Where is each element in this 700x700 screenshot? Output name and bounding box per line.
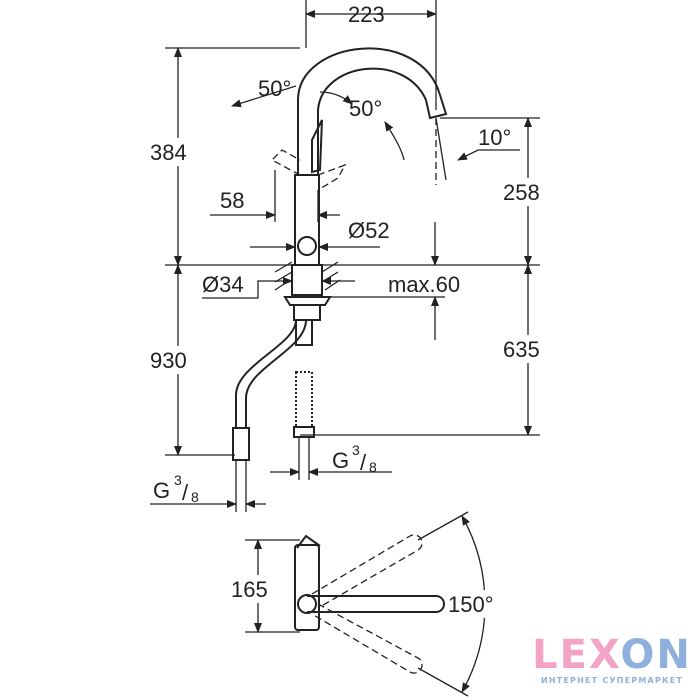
fraction-slash: / (360, 450, 367, 475)
logo-wordmark: LEXON (532, 634, 692, 676)
faucet-top-view (294, 534, 445, 674)
dim-635: 635 (300, 264, 558, 436)
label-635: 635 (503, 337, 540, 362)
label-150: 150° (448, 592, 494, 617)
dim-34: Ø34 (202, 272, 355, 299)
dim-930: 930 (148, 264, 235, 456)
label-58: 58 (220, 188, 244, 213)
label-34: Ø34 (202, 272, 244, 297)
label-384: 384 (150, 140, 187, 165)
label-g-right-den: 8 (369, 459, 377, 475)
label-g-right: G (332, 448, 349, 473)
angle-marks: 50° 50° 10° (231, 76, 520, 161)
label-258: 258 (503, 180, 540, 205)
dim-max60: max.60 (320, 222, 460, 340)
dim-223: 223 (305, 0, 437, 110)
dim-165: 165 (228, 539, 300, 633)
logo-word-blue: ON (620, 632, 692, 678)
dim-g38-left: G 3 / 8 (150, 472, 266, 508)
faucet-side-view (270, 47, 448, 266)
label-g-right-num: 3 (352, 442, 360, 458)
label-max60: max.60 (388, 272, 460, 297)
label-g-left: G (153, 478, 170, 503)
logo-word-pink: LEX (532, 632, 621, 678)
hoses (232, 319, 315, 512)
dim-150: 150° (417, 511, 516, 697)
fraction-slash: / (182, 480, 189, 505)
label-223: 223 (348, 2, 385, 27)
dim-52: Ø52 (250, 218, 390, 251)
mounting (274, 261, 341, 321)
lexon-logo: LEXON ИНТЕРНЕТ СУПЕРМАРКЕТ (532, 634, 692, 685)
dim-g38-right: G 3 / 8 (270, 442, 392, 476)
label-angle-tilt: 10° (478, 125, 511, 150)
label-angle-right: 50° (349, 96, 382, 121)
dim-258: 258 (440, 117, 558, 266)
dim-58: 58 (210, 170, 340, 222)
dim-384: 384 (148, 47, 300, 266)
label-g-left-num: 3 (174, 472, 182, 488)
logo-tagline: ИНТЕРНЕТ СУПЕРМАРКЕТ (540, 676, 684, 685)
label-52: Ø52 (348, 218, 390, 243)
label-angle-left: 50° (258, 76, 291, 101)
label-165: 165 (231, 577, 268, 602)
label-g-left-den: 8 (191, 489, 199, 505)
label-930: 930 (150, 348, 187, 373)
